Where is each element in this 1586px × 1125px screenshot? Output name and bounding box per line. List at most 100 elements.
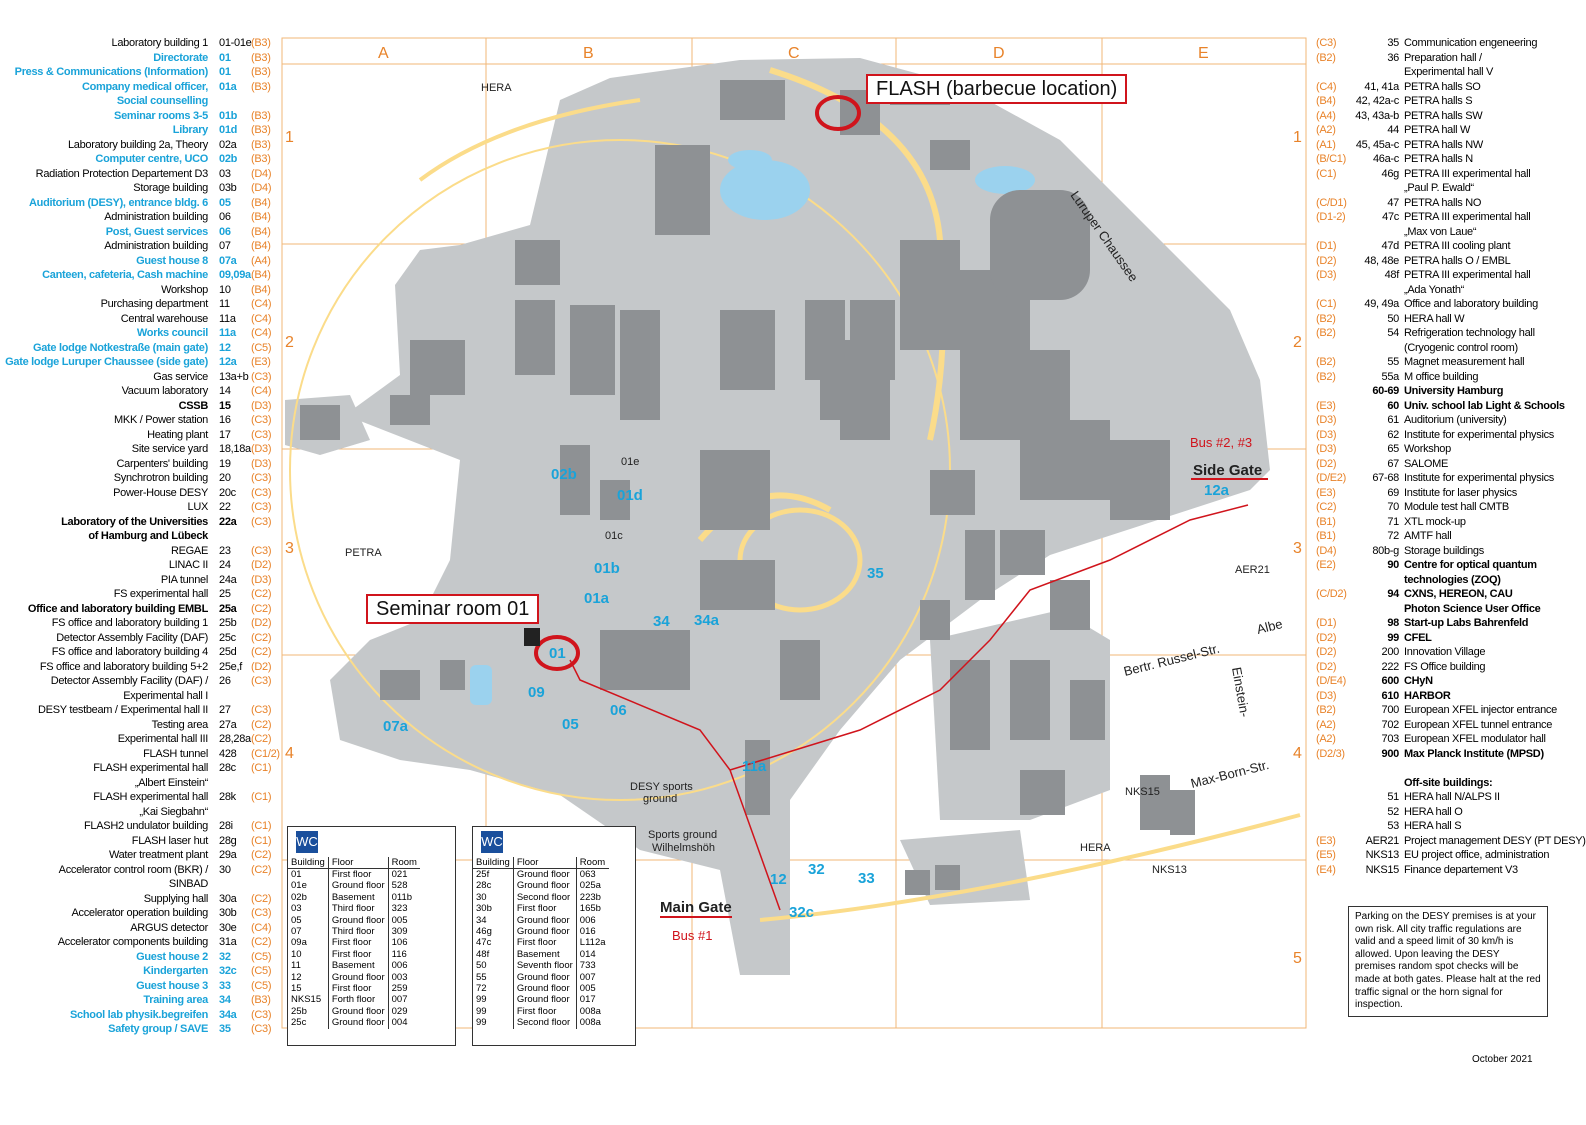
legend-grid-ref: (D2)	[1316, 631, 1337, 644]
legend-building-number: 25c	[219, 631, 236, 644]
legend-building-name: Photon Science User Office	[1404, 602, 1541, 615]
legend-building-name: Office and laboratory building	[1404, 298, 1538, 310]
legend-building-number: 35	[219, 1023, 231, 1035]
blab-01b: 01b	[594, 560, 620, 577]
legend-grid-ref: (E3)	[1316, 834, 1336, 847]
legend-grid-ref: (E5)	[1316, 849, 1336, 861]
legend-building-number: 18,18a	[219, 443, 251, 455]
legend-grid-ref: (D/E2)	[1316, 472, 1346, 484]
seminar-annotation: Seminar room 01	[366, 594, 540, 624]
table-cell: 005	[575, 983, 609, 995]
legend-building-name: Safety group / SAVE	[108, 1023, 208, 1035]
label-desysports: DESY sports	[630, 781, 693, 793]
legend-building-number: 32c	[219, 965, 237, 977]
legend-grid-ref: (D/E4)	[1316, 675, 1346, 687]
legend-grid-ref: (D3)	[1316, 414, 1337, 426]
legend-building-name: Kindergarten	[143, 965, 208, 977]
legend-building-name: PETRA halls O / EMBL	[1404, 254, 1511, 267]
legend-building-name: Project management DESY (PT DESY)	[1404, 834, 1586, 847]
legend-grid-ref: (B3)	[251, 37, 271, 49]
legend-building-name: Water treatment plant	[108, 849, 208, 861]
legend-right-row: „Ada Yonath“	[1316, 283, 1586, 298]
legend-grid-ref: (D2)	[251, 559, 272, 571]
legend-building-name: Supplying hall	[143, 892, 209, 905]
blab-01e: 01e	[621, 456, 639, 468]
label-albe: Albe	[1255, 616, 1284, 637]
legend-building-name: Accelerator control room (BKR) /	[58, 863, 209, 876]
table-cell: 99	[476, 1005, 487, 1017]
table-cell: 007	[575, 971, 609, 984]
legend-building-name: Start-up Labs Bahrenfeld	[1404, 617, 1529, 629]
label-aer21: AER21	[1235, 564, 1270, 576]
legend-building-name: CHyN	[1404, 675, 1433, 687]
legend-building-number: NKS13	[1365, 849, 1400, 861]
flash-annotation: FLASH (barbecue location)	[866, 74, 1128, 104]
table-cell: 07	[291, 926, 302, 938]
legend-grid-ref: (D2)	[1316, 646, 1337, 658]
legend-grid-ref: (C1)	[251, 762, 272, 774]
legend-building-name: School lab physik.begreifen	[70, 1008, 208, 1021]
legend-building-name: FLASH experimental hall	[93, 762, 208, 774]
blab-05: 05	[562, 716, 579, 733]
legend-building-number: 01d	[219, 124, 238, 136]
legend-building-number: 60-69	[1372, 385, 1399, 397]
legend-building-name: Administration building	[104, 211, 208, 223]
legend-building-number: 11a	[219, 327, 236, 339]
legend-building-name: Training area	[143, 994, 208, 1006]
table-cell: Basement	[327, 891, 389, 904]
legend-grid-ref: (A4)	[1316, 109, 1336, 122]
legend-right-row: Photon Science User Office	[1316, 602, 1586, 617]
legend-building-name: Purchasing department	[100, 298, 209, 310]
legend-building-name: European XFEL injector entrance	[1404, 704, 1557, 716]
legend-building-number: 48f	[1384, 269, 1400, 281]
legend-building-number: 01	[219, 66, 231, 78]
legend-grid-ref: (C2)	[251, 602, 272, 615]
legend-building-name: „Paul P. Ewald“	[1404, 182, 1474, 194]
table-cell: 03	[291, 903, 302, 915]
legend-building-number: 900	[1381, 747, 1400, 760]
legend-building-name: Communication engeneering	[1404, 37, 1538, 49]
table-cell: First floor	[512, 937, 577, 949]
building-labels: 02b 01d 01e 01c 01b 01a 01 34 34a 35 09 …	[383, 456, 1230, 921]
col-building: Building	[473, 857, 514, 869]
legend-building-name: Company medical officer,	[81, 80, 208, 93]
label-hera-right: HERA	[1080, 842, 1111, 854]
blab-34a: 34a	[694, 612, 720, 629]
legend-grid-ref: (C4)	[1316, 80, 1337, 93]
blab-06: 06	[610, 702, 627, 719]
legend-building-number: AER21	[1365, 834, 1400, 847]
legend-grid-ref: (D1-2)	[1316, 211, 1346, 223]
col-room: Room	[387, 857, 420, 869]
legend-building-name: PETRA III cooling plant	[1404, 240, 1511, 252]
legend-grid-ref: (B3)	[251, 80, 271, 93]
legend-left-row: Accelerator control room (BKR) /30(C2)	[0, 863, 274, 878]
legend-grid-ref: (D2)	[1316, 254, 1337, 267]
legend-building-number: 30b	[219, 907, 237, 919]
legend-grid-ref: (D2)	[1316, 660, 1337, 673]
legend-building-name: PETRA halls SO	[1404, 80, 1481, 93]
legend-building-number: 42, 42a-c	[1355, 95, 1399, 107]
table-cell: Third floor	[327, 903, 389, 915]
legend-building-number: 16	[219, 414, 231, 426]
